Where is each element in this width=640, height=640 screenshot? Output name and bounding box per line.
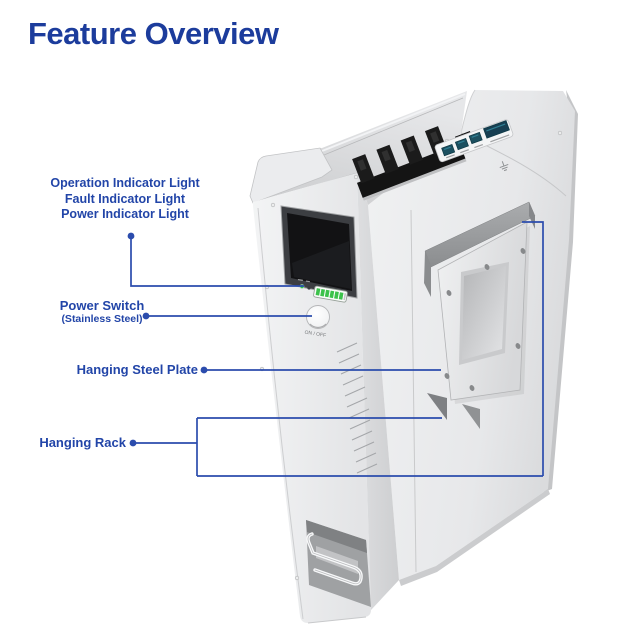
label-operation-indicator-light: Operation Indicator Light: [50, 176, 200, 190]
carry-handle: [306, 520, 371, 607]
page-title: Feature Overview: [28, 16, 279, 51]
callout-dots: [127, 232, 208, 447]
comm-ports: [434, 119, 514, 163]
battery-level-indicator: [313, 285, 348, 303]
hanging-steel-plate: [437, 221, 530, 404]
label-power-switch-main: Power Switch: [59, 298, 145, 313]
label-power-switch: Power Switch (Stainless Steel): [40, 298, 164, 325]
label-hanging-steel-plate: Hanging Steel Plate: [76, 362, 198, 377]
label-power-indicator-light: Power Indicator Light: [61, 207, 189, 221]
ground-symbol: [499, 161, 509, 172]
label-indicator-lights: Operation Indicator Light Fault Indicato…: [36, 176, 214, 223]
label-hanging-rack: Hanging Rack: [39, 435, 126, 450]
power-button: ON / OFF: [304, 305, 330, 339]
callout-lines: [130, 221, 544, 477]
display-screen: [280, 205, 358, 299]
label-power-switch-sub: (Stainless Steel): [61, 313, 143, 325]
vent-slots: [336, 342, 378, 474]
hanging-rack-feet: [427, 393, 480, 429]
label-fault-indicator-light: Fault Indicator Light: [64, 191, 186, 206]
on-off-label: ON / OFF: [304, 330, 326, 339]
